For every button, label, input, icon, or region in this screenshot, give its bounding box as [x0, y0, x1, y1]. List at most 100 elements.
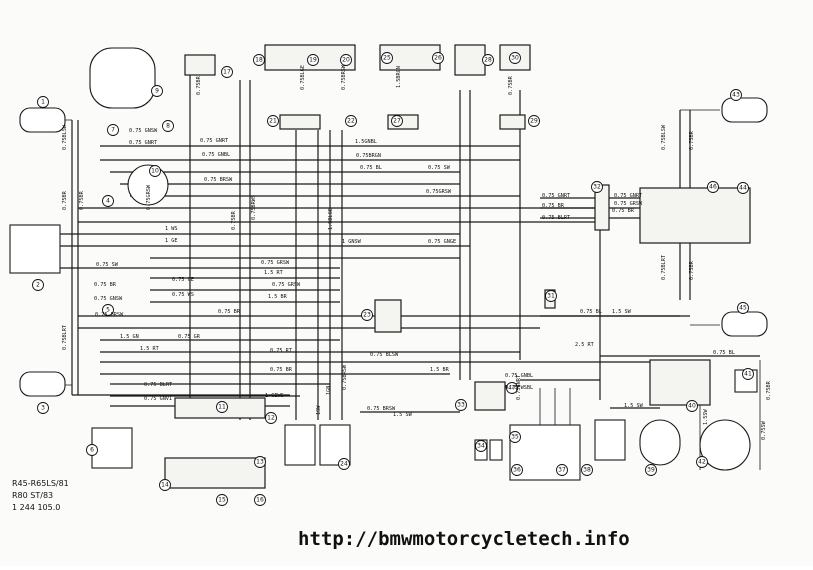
component-number-15: 15 [216, 494, 228, 506]
component-number-16: 16 [254, 494, 266, 506]
wire-label: 0.75 GNRT [200, 138, 228, 144]
component-number-label: 38 [583, 467, 591, 474]
component-number-10: 10 [149, 165, 161, 177]
wire-label: 0.75GRSW [146, 184, 152, 210]
wire-label: 0.75BLSW [661, 124, 667, 150]
component-number-label: 6 [90, 447, 94, 454]
model-note-1: R45-R65LS/81 [12, 479, 69, 488]
indicator-rear-right [721, 311, 768, 337]
wire-label: 1.5SW [703, 409, 709, 425]
wire-label: 0.75 GNBL [202, 152, 230, 158]
headlight-left [19, 107, 66, 133]
component-number-1: 1 [37, 96, 49, 108]
wire-label: 0.75 BR [612, 208, 635, 214]
component-number-8: 8 [162, 120, 174, 132]
component-number-37: 37 [556, 464, 568, 476]
component-number-4: 4 [102, 195, 114, 207]
wire-label: 0.75 BL [580, 309, 602, 315]
component-number-14: 14 [159, 479, 171, 491]
component-number-label: 24 [340, 461, 348, 468]
condenser [594, 419, 626, 461]
component-number-32: 32 [591, 181, 603, 193]
wire-label: 0.75 SW [428, 165, 451, 171]
component-number-label: 30 [511, 55, 519, 62]
wire-label: 0.75 GRSW [261, 260, 290, 266]
component-number-45: 45 [737, 302, 749, 314]
wire-label: 0.75BLRT [62, 325, 68, 350]
wire-label: 1.5BLGE [328, 208, 334, 230]
model-note-2: R80 ST/83 [12, 491, 53, 500]
component-number-label: 21 [269, 118, 277, 125]
wire-label: 0.75 BR [542, 203, 565, 209]
component-number-24: 24 [338, 458, 350, 470]
wire-label: 0.75BLSW [62, 124, 68, 150]
component-number-label: 19 [309, 57, 317, 64]
component-number-label: 32 [593, 184, 601, 191]
wire-label: 0.75 BRSW [204, 177, 233, 183]
component-number-19: 19 [307, 54, 319, 66]
component-number-label: 46 [709, 184, 717, 191]
component-number-23: 23 [361, 309, 373, 321]
wire-label: 1.5 RT [140, 346, 159, 352]
wire-label: 1.5 SW [612, 309, 632, 315]
component-number-35: 35 [509, 431, 521, 443]
component-number-label: 10 [151, 168, 159, 175]
component-number-5: 5 [102, 304, 114, 316]
component-number-6: 6 [86, 444, 98, 456]
component-number-2: 2 [32, 279, 44, 291]
wire-label: 0.75 GRSW [614, 201, 643, 207]
component-number-34: 34 [475, 440, 487, 452]
wire-label: 0.75 GRSW [272, 282, 301, 288]
component-number-label: 47 [508, 385, 516, 392]
component-number-18: 18 [253, 54, 265, 66]
wire-label: 0.75BR [62, 190, 68, 210]
component-number-43: 43 [730, 89, 742, 101]
wire-label: 1.5 SW [624, 403, 644, 409]
starter-motor [639, 419, 681, 466]
component-number-label: 14 [161, 482, 169, 489]
component-number-26: 26 [432, 52, 444, 64]
component-number-label: 12 [267, 415, 275, 422]
wire-label: 0.75BR [689, 130, 695, 150]
component-number-38: 38 [581, 464, 593, 476]
component-number-11: 11 [216, 401, 228, 413]
wire-label: 0.75 GNRT [129, 140, 157, 146]
wire-label: 0.75 BR [270, 367, 293, 373]
component-number-label: 44 [739, 185, 747, 192]
component-number-22: 22 [345, 115, 357, 127]
wire-label: 0.75BRWS [251, 195, 257, 220]
component-number-46: 46 [707, 181, 719, 193]
component-number-label: 3 [41, 405, 45, 412]
component-number-label: 36 [513, 467, 521, 474]
wire-label: 0.75 GNGE [428, 239, 456, 245]
component-number-label: 8 [166, 123, 170, 130]
wire-label: 0.75 BRSW [367, 406, 396, 412]
wire-label: 0.75BR [508, 75, 514, 95]
component-number-label: 5 [106, 307, 110, 314]
wire-label: 1GN [326, 386, 332, 395]
wire-label: 1.5 SW [393, 412, 413, 418]
wire-label: 0.75 RT [270, 348, 292, 354]
relay-flasher [91, 427, 133, 469]
wire-label: 0.75BR [196, 75, 202, 95]
component-number-label: 29 [530, 118, 538, 125]
component-number-20: 20 [340, 54, 352, 66]
wire-label: 2.5 RT [575, 342, 594, 348]
component-number-label: 39 [647, 467, 655, 474]
component-number-27: 27 [391, 115, 403, 127]
component-number-label: 23 [363, 312, 371, 319]
wire-label: 0.75BR [79, 190, 85, 210]
component-number-13: 13 [254, 456, 266, 468]
wire-label: 0.75 GNBL [505, 373, 533, 379]
wire-label: 1.5BRGN [396, 66, 402, 88]
wire-label: 1.5GNBL [355, 139, 377, 145]
component-number-7: 7 [107, 124, 119, 136]
switch-left-handlebar [9, 224, 61, 274]
wire-label: 0.75 BL [713, 350, 735, 356]
component-number-label: 20 [342, 57, 350, 64]
wire-label: 0.75GRSW [426, 189, 452, 195]
wire-label: 1 GE [165, 238, 178, 244]
component-number-44: 44 [737, 182, 749, 194]
wire-label: 0.75BR [766, 380, 772, 400]
